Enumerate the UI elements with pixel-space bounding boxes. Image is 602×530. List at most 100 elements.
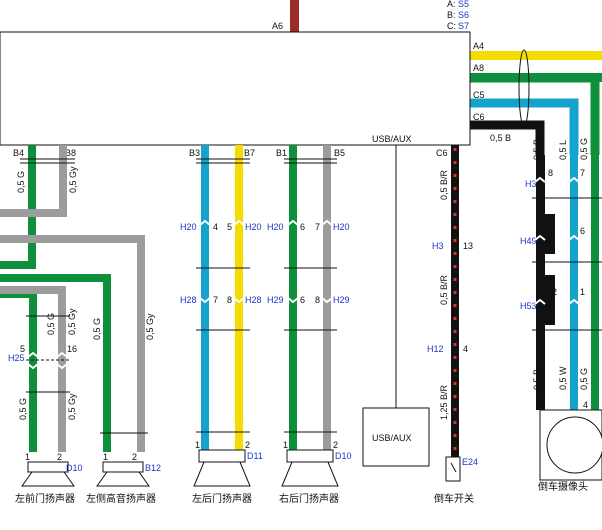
legend-b-val: S6 xyxy=(458,10,469,20)
top-feed-wire xyxy=(290,0,299,32)
caption-camera: 倒车摄像头 xyxy=(538,480,588,493)
conn-h49: H49 xyxy=(520,236,537,246)
pin-rr-2: 2 xyxy=(333,440,338,450)
pin-h20-rgy: 7 xyxy=(315,222,320,232)
usb-label-top: USB/AUX xyxy=(372,134,412,144)
wire-b3-blue xyxy=(201,145,209,452)
conn-h3-sw: H3 xyxy=(432,241,444,251)
label-sw-br2: 0,5 B/R xyxy=(439,274,449,305)
pin-h29-rg: 6 xyxy=(300,295,305,305)
usb-aux-box xyxy=(362,407,430,467)
reverse-switch-contact xyxy=(450,462,457,473)
pin-a4: A4 xyxy=(473,41,484,51)
conn-h3-cam: H3 xyxy=(525,179,537,189)
pin-h3-r2: 7 xyxy=(580,168,585,178)
speaker-rear-right xyxy=(281,449,339,487)
legend-c-val: S7 xyxy=(458,21,469,31)
pin-h29-rgy: 8 xyxy=(315,295,320,305)
conn-h25: H25 xyxy=(8,353,25,363)
pin-b5: B5 xyxy=(334,148,345,158)
pin-h25-g: 5 xyxy=(20,344,25,354)
radio-unit-box xyxy=(0,31,471,146)
label-lf-g1: 0,5 G xyxy=(46,313,56,335)
usb-aux-label: USB/AUX xyxy=(372,433,412,443)
label-tw-g: 0,5 G xyxy=(92,318,102,340)
pin-h3-sw: 13 xyxy=(463,241,473,251)
pin-tw-1: 1 xyxy=(103,452,108,462)
wire-c6-black xyxy=(470,120,545,155)
caption-rear-right: 右后门扬声器 xyxy=(279,492,339,505)
wire-fl-gray-join xyxy=(0,288,60,291)
wire-b7-yellow xyxy=(235,145,243,452)
label-d10-left: D10 xyxy=(66,463,83,473)
label-lf-gy2: 0,5 Gy xyxy=(67,393,77,420)
conn-h53: H53 xyxy=(520,301,537,311)
wire-c5-blue xyxy=(470,98,579,155)
pin-h25-gy: 16 xyxy=(67,344,77,354)
label-sw-br3: 1,25 B/R xyxy=(439,384,449,420)
legend-b-key: B: xyxy=(447,10,456,20)
pin-b4: B4 xyxy=(13,148,24,158)
legend-a-val: S5 xyxy=(458,0,469,9)
camera-lens xyxy=(546,416,602,474)
speaker-rear-left xyxy=(193,449,251,487)
wire-c6-label: 0,5 B xyxy=(490,133,511,143)
pin-fl-1: 1 xyxy=(25,452,30,462)
label-b12: B12 xyxy=(145,463,161,473)
wire-tweeter-green xyxy=(0,274,111,452)
conn-h12: H12 xyxy=(427,344,444,354)
label-e24: E24 xyxy=(462,457,478,467)
h53-loop xyxy=(545,275,555,325)
pin-h20-lb: 4 xyxy=(213,222,218,232)
h25-chevron-1 xyxy=(27,351,39,358)
caption-front-left: 左前门扬声器 xyxy=(15,492,75,505)
pin-rl-1: 1 xyxy=(195,440,200,450)
pin-h53-r2: 1 xyxy=(580,287,585,297)
pin-b7: B7 xyxy=(244,148,255,158)
wire-a8-down xyxy=(470,73,600,155)
label-d11: D11 xyxy=(247,451,263,461)
wire-b4-green xyxy=(0,145,36,269)
label-r-w: 0,5 W xyxy=(558,366,568,390)
pin-rr-1: 1 xyxy=(283,440,288,450)
pin-cam-2: 4 xyxy=(583,400,588,410)
wire-switch-black xyxy=(451,145,459,457)
conn-h20-far: H20 xyxy=(333,222,350,232)
wire-cam-green xyxy=(591,155,599,410)
pin-b8: B8 xyxy=(65,148,76,158)
wire-b8-gray xyxy=(0,145,67,217)
wire-fl-green xyxy=(0,290,37,452)
h49-loop xyxy=(545,214,555,254)
pin-h49-r2: 6 xyxy=(580,226,585,236)
conn-h28-left: H28 xyxy=(180,295,197,305)
conn-h29-left: H29 xyxy=(267,295,284,305)
label-b8: 0,5 Gy xyxy=(68,166,78,193)
pin-rl-2: 2 xyxy=(245,440,250,450)
twist-mark xyxy=(518,49,530,127)
label-r-g: 0,5 G xyxy=(579,138,589,160)
label-d10-right: D10 xyxy=(335,451,352,461)
conn-h20-left: H20 xyxy=(180,222,197,232)
pin-h3-r1: 8 xyxy=(548,168,553,178)
label-r-b2: 0,5 B xyxy=(532,369,542,390)
label-b4: 0,5 G xyxy=(16,171,26,193)
legend-a-key: A: xyxy=(447,0,456,9)
speaker-front-left xyxy=(21,461,75,487)
label-r-g2: 0,5 G xyxy=(579,368,589,390)
pin-fl-2: 2 xyxy=(57,452,62,462)
pin-c5: C5 xyxy=(473,90,485,100)
speaker-left-tweeter xyxy=(96,461,150,487)
pin-c6: C6 xyxy=(473,112,485,122)
h25-chevron-2 xyxy=(56,351,68,358)
wire-b5-gray xyxy=(323,145,331,452)
conn-h28-right: H28 xyxy=(245,295,262,305)
reverse-switch-body xyxy=(445,456,461,482)
caption-left-tweeter: 左侧高音扬声器 xyxy=(86,492,156,505)
pin-a6: A6 xyxy=(272,21,283,31)
label-r-b: 0,5 B xyxy=(532,139,542,160)
legend-c-key: C: xyxy=(447,21,456,31)
pin-h12-sw: 4 xyxy=(463,344,468,354)
pin-h20-ly: 5 xyxy=(227,222,232,232)
caption-reverse-switch: 倒车开关 xyxy=(434,492,474,505)
